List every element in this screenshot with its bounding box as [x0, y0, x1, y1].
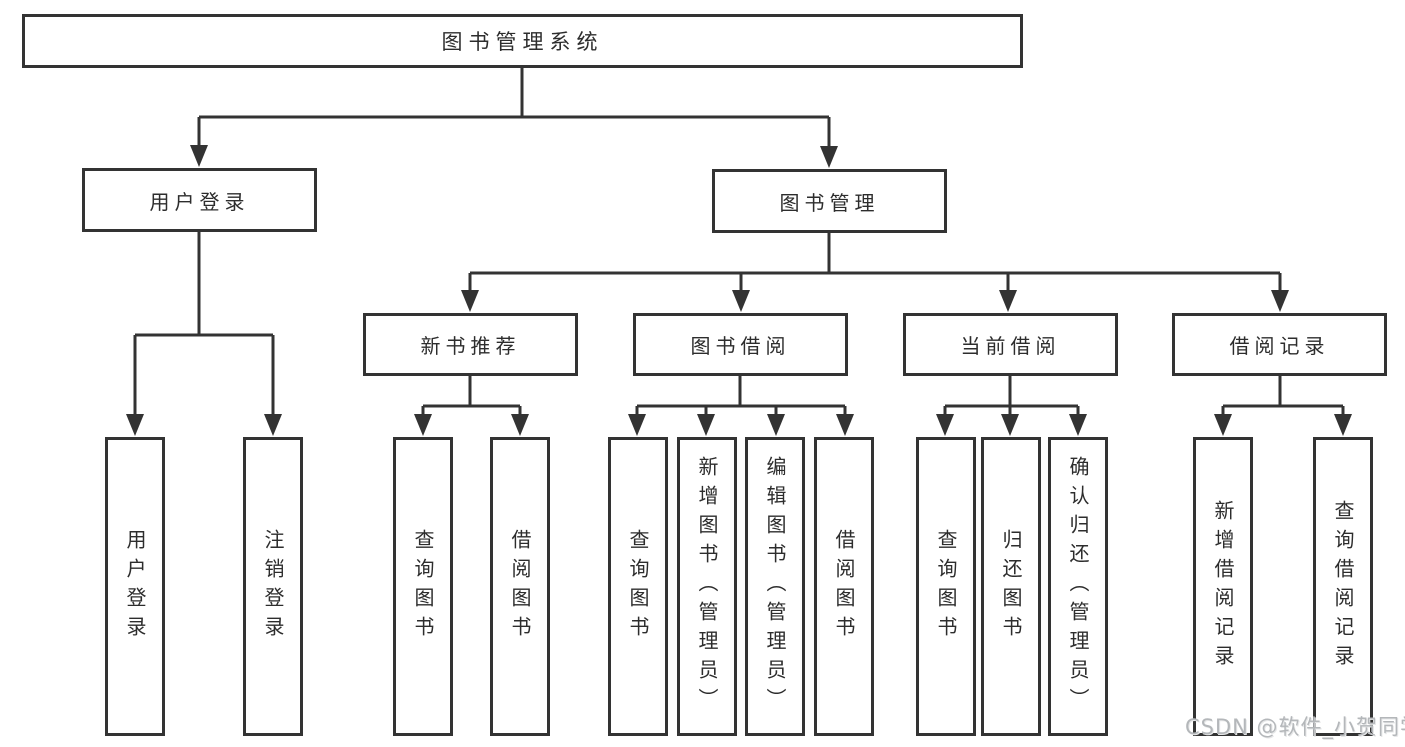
node-book-management: 图书管理	[712, 169, 947, 233]
leaf-user-login: 用户登录	[105, 437, 165, 736]
leaf-query-books-borrow: 查询图书	[608, 437, 668, 736]
leaf-query-borrow-record: 查询借阅记录	[1313, 437, 1373, 736]
leaf-borrow-books: 借阅图书	[814, 437, 874, 736]
node-new-book-recommendation: 新书推荐	[363, 313, 578, 376]
leaf-query-books-current: 查询图书	[916, 437, 976, 736]
node-user-login: 用户登录	[82, 168, 317, 232]
node-library-system: 图书管理系统	[22, 14, 1023, 68]
leaf-logout: 注销登录	[243, 437, 303, 736]
node-book-borrowing: 图书借阅	[633, 313, 848, 376]
leaf-add-borrow-record: 新增借阅记录	[1193, 437, 1253, 736]
leaf-borrow-books-recommend: 借阅图书	[490, 437, 550, 736]
leaf-edit-book-admin: 编辑图书（管理员）	[745, 437, 805, 736]
leaf-query-books-recommend: 查询图书	[393, 437, 453, 736]
leaf-add-book-admin: 新增图书（管理员）	[677, 437, 737, 736]
node-current-borrowing: 当前借阅	[903, 313, 1118, 376]
leaf-return-books: 归还图书	[981, 437, 1041, 736]
leaf-confirm-return-admin: 确认归还（管理员）	[1048, 437, 1108, 736]
node-borrowing-records: 借阅记录	[1172, 313, 1387, 376]
watermark: CSDN @软件_小贺同学	[1185, 715, 1405, 739]
